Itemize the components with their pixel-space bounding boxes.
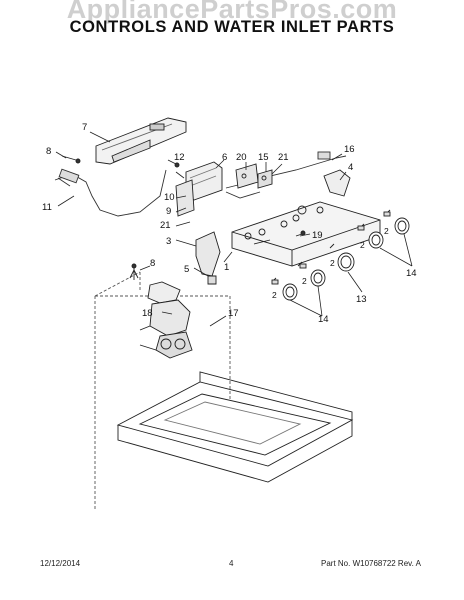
callout-4: 4: [348, 162, 353, 173]
callout-2-b: 2: [360, 240, 365, 250]
hardware-clip: [207, 275, 217, 285]
callout-6: 6: [222, 152, 227, 163]
control-console: [231, 201, 381, 267]
callout-7: 7: [82, 122, 87, 133]
callout-8-mid: 8: [150, 258, 155, 269]
washer-top-panel: [116, 371, 354, 483]
callout-5: 5: [184, 264, 189, 275]
leader-lines: [55, 131, 413, 327]
callout-21-left: 21: [160, 220, 171, 231]
console-end-cap: [195, 231, 221, 277]
callout-19: 19: [312, 230, 323, 241]
callout-3: 3: [166, 236, 171, 247]
callout-17: 17: [228, 308, 239, 319]
callout-11: 11: [42, 202, 52, 213]
callout-16: 16: [344, 144, 355, 155]
control-boards: [175, 161, 273, 217]
console-rear-cover: [95, 117, 187, 165]
footer-date: 12/12/2014: [40, 559, 81, 568]
callout-2-a: 2: [384, 226, 389, 236]
water-inlet-valve-assembly: [129, 268, 193, 359]
callout-12: 12: [174, 152, 185, 163]
callout-20: 20: [236, 152, 247, 163]
callout-21-top: 21: [278, 152, 289, 163]
callout-9: 9: [166, 206, 171, 217]
callout-14-right: 14: [406, 268, 417, 279]
footer-page-number: 4: [229, 559, 234, 568]
power-cord: [54, 168, 167, 217]
switch-bracket: [323, 169, 351, 197]
callout-2-d: 2: [302, 276, 307, 286]
callout-14-bottom: 14: [318, 314, 329, 325]
callout-1: 1: [224, 262, 229, 273]
callout-13: 13: [356, 294, 367, 305]
footer-part-number: Part No. W10768722 Rev. A: [321, 559, 421, 568]
callout-2-c: 2: [330, 258, 335, 268]
callout-18: 18: [142, 308, 153, 319]
callout-2-e: 2: [272, 290, 277, 300]
callout-15: 15: [258, 152, 269, 163]
callout-10: 10: [164, 192, 175, 203]
page-title: CONTROLS AND WATER INLET PARTS: [69, 18, 395, 36]
knobs-right: [271, 209, 410, 301]
callout-8-top: 8: [46, 146, 51, 157]
callout-labels: 7 8 11 12 6 20 15 21 16 4 10 9 21 3 5 1 …: [42, 122, 417, 325]
watermark: AppliancePartsPros.com: [66, 0, 398, 24]
